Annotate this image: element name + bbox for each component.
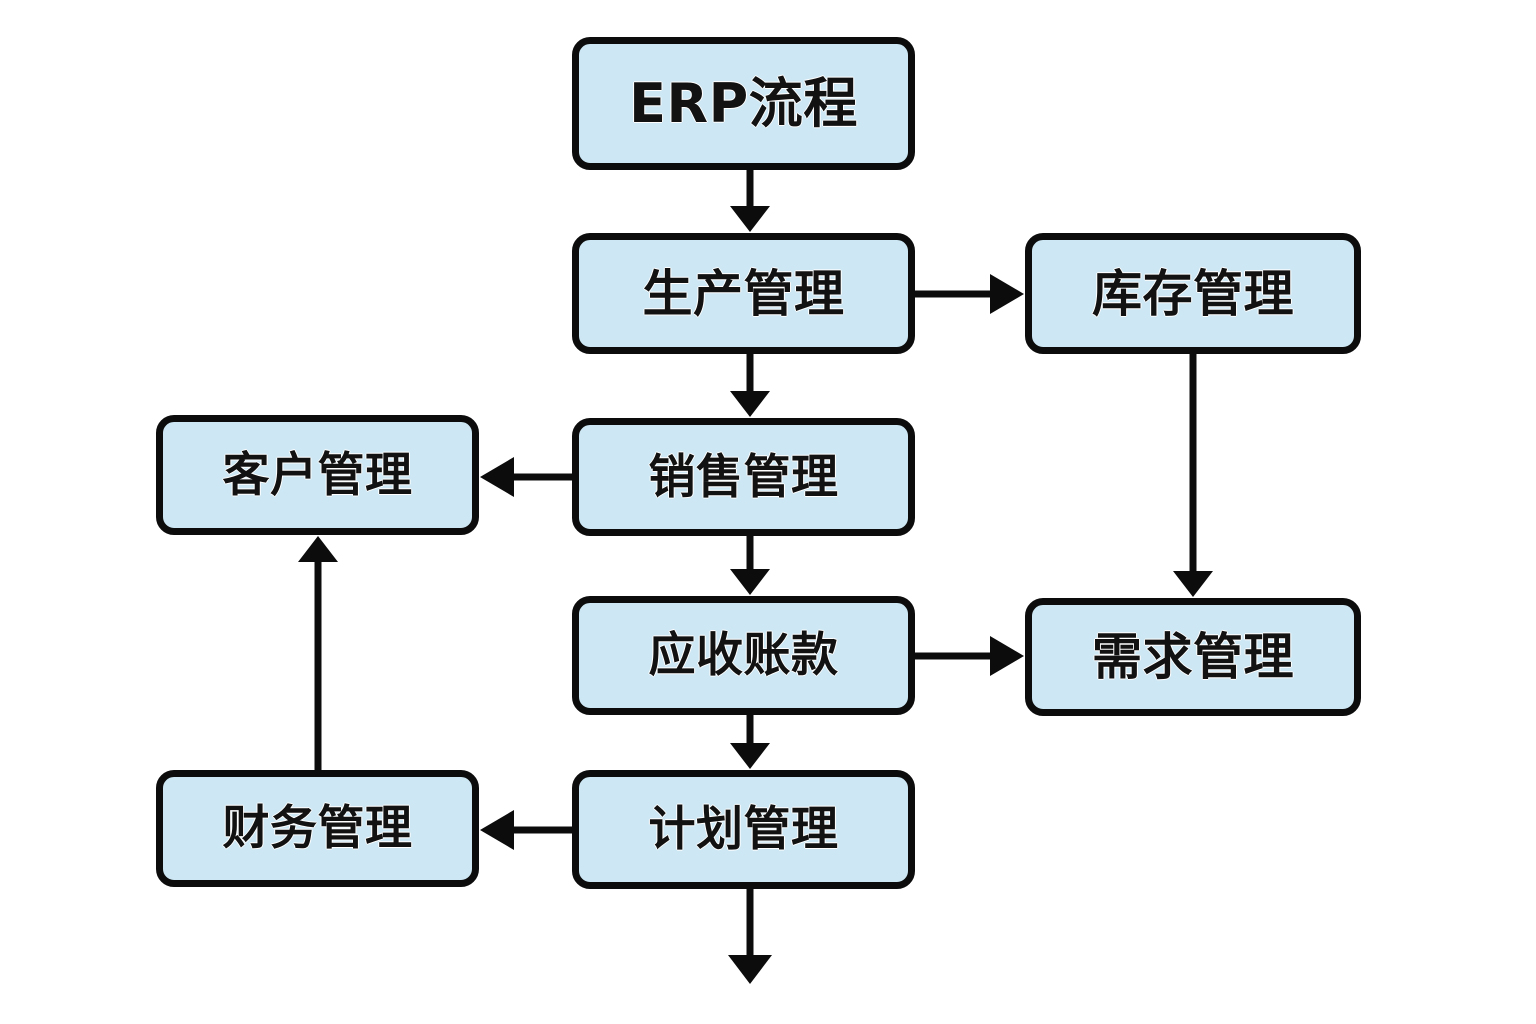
edge-plan-to-next xyxy=(728,889,772,984)
edge-plan-to-fin xyxy=(480,810,572,850)
node-label-customer-management: 客户管理 xyxy=(222,447,413,503)
node-label-production-management: 生产管理 xyxy=(642,264,845,323)
node-label-erp-process: ERP流程 xyxy=(629,71,858,135)
edge-prod-to-inv xyxy=(915,274,1024,314)
edge-ar-to-demand xyxy=(915,636,1024,676)
node-demand-management[interactable]: 需求管理 xyxy=(1025,598,1361,716)
edge-sales-to-cust xyxy=(480,457,572,497)
node-label-inventory-management: 库存管理 xyxy=(1092,264,1294,323)
node-label-accounts-receivable: 应收账款 xyxy=(648,628,839,683)
node-finance-management[interactable]: 财务管理 xyxy=(156,770,479,887)
node-inventory-management[interactable]: 库存管理 xyxy=(1025,233,1361,354)
node-customer-management[interactable]: 客户管理 xyxy=(156,415,479,535)
edge-fin-to-cust xyxy=(298,536,338,770)
node-accounts-receivable[interactable]: 应收账款 xyxy=(572,596,915,715)
node-label-demand-management: 需求管理 xyxy=(1092,628,1294,686)
node-label-finance-management: 财务管理 xyxy=(222,801,413,856)
node-label-sales-management: 销售管理 xyxy=(648,449,839,505)
node-production-management[interactable]: 生产管理 xyxy=(572,233,915,354)
edge-root-to-prod xyxy=(730,170,770,232)
node-plan-management[interactable]: 计划管理 xyxy=(572,770,915,889)
edge-inv-to-demand xyxy=(1173,354,1213,597)
edge-sales-to-ar xyxy=(730,536,770,595)
node-sales-management[interactable]: 销售管理 xyxy=(572,418,915,536)
edge-ar-to-plan xyxy=(730,715,770,769)
node-label-plan-management: 计划管理 xyxy=(648,802,839,857)
node-erp-process[interactable]: ERP流程 xyxy=(572,37,915,170)
edge-prod-to-sales xyxy=(730,354,770,417)
